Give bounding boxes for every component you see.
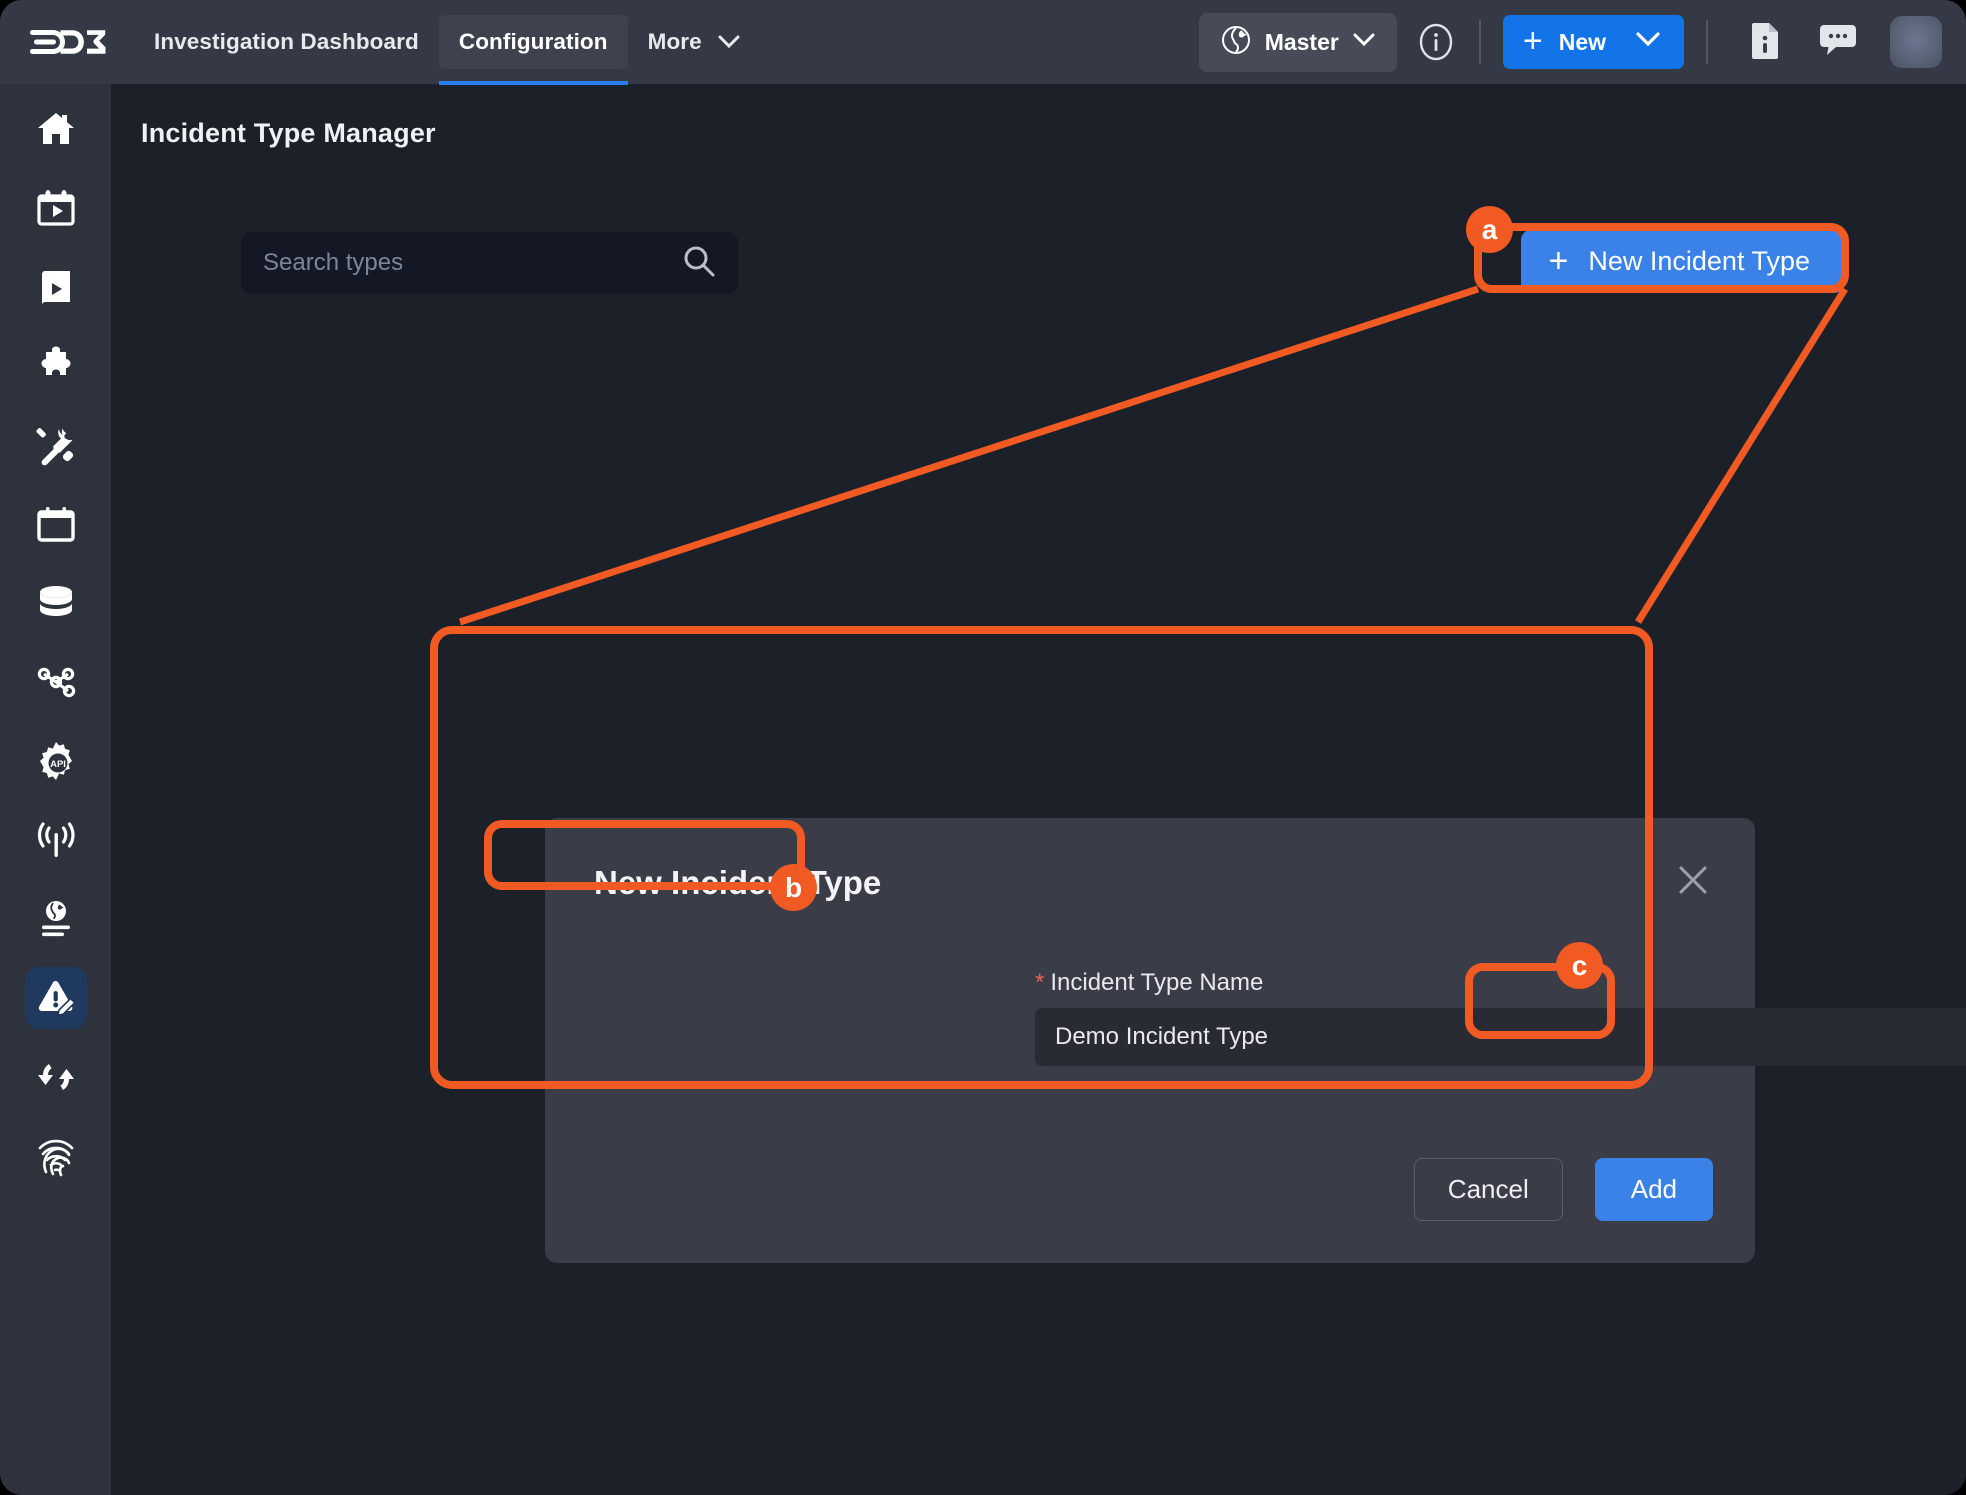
sidebar-item-global-lists[interactable]	[25, 888, 87, 950]
broadcast-icon	[34, 819, 78, 861]
nav-configuration[interactable]: Configuration	[438, 15, 628, 85]
sync-icon	[35, 1056, 77, 1098]
new-incident-type-label: New Incident Type	[1588, 246, 1810, 276]
sidebar-item-playbook-schedule[interactable]	[25, 177, 87, 239]
chevron-down-icon	[1353, 33, 1375, 52]
dialog-footer: Cancel Add	[1413, 1158, 1713, 1221]
search-input[interactable]	[263, 249, 682, 277]
sidebar-item-incident-type-manager[interactable]	[24, 967, 87, 1029]
top-navigation-bar: Investigation Dashboard Configuration Mo…	[0, 0, 1966, 85]
avatar[interactable]	[1890, 16, 1942, 68]
d3-logo-icon[interactable]	[30, 22, 108, 62]
sidebar-item-sync[interactable]	[25, 1046, 87, 1108]
share-nodes-icon	[35, 661, 77, 703]
tools-icon	[35, 424, 77, 466]
calendar-icon	[35, 503, 77, 545]
chevron-down-icon	[718, 29, 740, 55]
chat-bubble-icon[interactable]	[1818, 23, 1858, 62]
sidebar-item-playbooks[interactable]	[25, 256, 87, 318]
main-content: Incident Type Manager + New Incident Typ…	[111, 84, 1966, 1495]
calendar-play-icon	[35, 187, 77, 229]
sidebar-item-utilities[interactable]	[25, 414, 87, 476]
sidebar-item-relationships[interactable]	[25, 651, 87, 713]
nav-investigation-dashboard[interactable]: Investigation Dashboard	[134, 15, 439, 69]
sidebar: API	[0, 84, 111, 1495]
sidebar-item-calendar[interactable]	[25, 493, 87, 555]
new-incident-type-dialog: New Incident Type *Incident Type Name Ca…	[545, 818, 1966, 1263]
plus-icon: +	[1548, 241, 1569, 280]
book-play-icon	[35, 266, 77, 308]
puzzle-icon	[35, 345, 77, 387]
sidebar-item-forensics[interactable]	[25, 1125, 87, 1187]
divider	[1478, 20, 1481, 64]
document-info-icon[interactable]	[1748, 21, 1782, 64]
info-circle-icon[interactable]	[1415, 21, 1457, 63]
content-panel: + New Incident Type New Incident Type *I…	[111, 182, 1966, 1495]
workspace-label: Master	[1264, 28, 1339, 55]
nav-label: More	[647, 29, 702, 54]
field-label-text: Incident Type Name	[1050, 969, 1264, 996]
plus-icon: +	[1522, 22, 1543, 61]
chevron-down-icon	[1636, 32, 1660, 52]
globe-icon	[1221, 25, 1251, 60]
incident-type-name-label: *Incident Type Name	[1035, 969, 1263, 997]
divider	[1706, 20, 1708, 64]
globe-list-icon	[34, 898, 78, 940]
nav-label: Investigation Dashboard	[154, 29, 419, 54]
nav-more[interactable]: More	[628, 15, 761, 69]
add-button[interactable]: Add	[1594, 1158, 1713, 1221]
dialog-title: New Incident Type	[594, 864, 882, 901]
sidebar-item-integrations[interactable]	[25, 335, 87, 397]
workspace-selector[interactable]: Master	[1198, 12, 1397, 72]
incident-type-edit-icon	[34, 976, 78, 1020]
new-incident-type-button[interactable]: + New Incident Type	[1520, 230, 1844, 293]
incident-type-name-input[interactable]	[1035, 1008, 1966, 1066]
sidebar-item-event-intake[interactable]	[25, 809, 87, 871]
cancel-button[interactable]: Cancel	[1413, 1158, 1563, 1221]
search-box[interactable]	[241, 232, 738, 294]
sidebar-item-data-management[interactable]	[25, 572, 87, 634]
new-button[interactable]: + New	[1502, 15, 1684, 69]
database-icon	[35, 582, 77, 624]
gear-api-icon: API	[34, 739, 78, 783]
fingerprint-icon	[34, 1134, 78, 1178]
home-icon	[35, 108, 77, 150]
page-title: Incident Type Manager	[141, 118, 436, 148]
new-button-label: New	[1558, 28, 1606, 55]
svg-text:API: API	[50, 759, 66, 770]
required-marker: *	[1035, 969, 1045, 996]
nav-label: Configuration	[458, 29, 608, 54]
sidebar-item-home[interactable]	[25, 98, 87, 160]
sidebar-item-api-settings[interactable]: API	[25, 730, 87, 792]
search-icon[interactable]	[682, 244, 716, 283]
close-icon[interactable]	[1671, 858, 1715, 902]
